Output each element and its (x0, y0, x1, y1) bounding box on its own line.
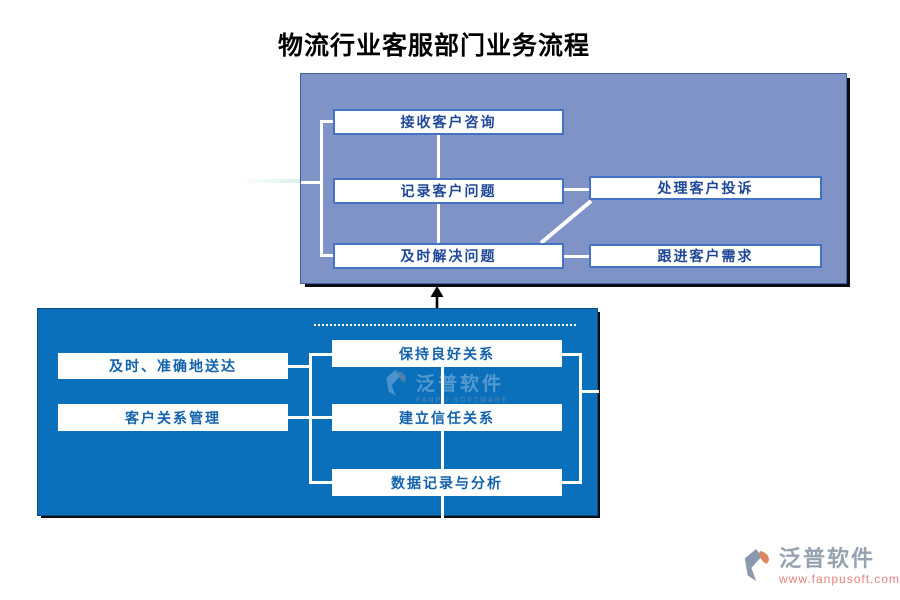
connector-crm-trust (288, 416, 332, 419)
connector-v-maintain-trust (441, 367, 444, 404)
flow-box-record-problem: 记录客户问题 (333, 178, 564, 204)
watermark-brand: 泛普软件 (779, 546, 876, 571)
flow-box-label: 保持良好关系 (399, 345, 495, 362)
page-title: 物流行业客服部门业务流程 (277, 32, 590, 60)
flow-box-receive-inquiry: 接收客户咨询 (333, 109, 564, 135)
flow-box-label: 建立信任关系 (399, 409, 495, 426)
watermark-subtext: FANPU SOFTWARE (416, 397, 509, 404)
watermark-url: www.fanpusoft.com (779, 572, 900, 586)
flow-box-handle-complaint: 处理客户投诉 (589, 176, 822, 200)
connector-right-bracket-vertical (579, 353, 582, 484)
connector-v-record-resolve (437, 204, 440, 243)
flow-box-label: 数据记录与分析 (391, 474, 503, 491)
connector-v-receive-record (437, 135, 440, 178)
fanpu-logo-icon (386, 370, 406, 396)
flow-box-label: 及时、准确地送达 (109, 358, 237, 374)
connector-left-bracket-stub-bottom (320, 254, 333, 257)
flow-box-label: 客户关系管理 (125, 409, 221, 426)
connector-v-trust-data (441, 431, 444, 469)
flow-box-label: 处理客户投诉 (657, 180, 754, 196)
center-watermark: 泛普软件 FANPU SOFTWARE (384, 369, 509, 404)
connector-delivery-stub (288, 365, 309, 368)
connector-left-edge (301, 181, 320, 184)
footer-watermark: 泛普软件 www.fanpusoft.com (742, 548, 900, 585)
flow-box-maintain-relations: 保持良好关系 (332, 340, 562, 367)
connector-left-bracket-stub-top (320, 120, 333, 123)
connector-resolve-followup (564, 255, 589, 258)
connector-bracket-maintain (309, 353, 332, 356)
connector-bracket-data (309, 481, 332, 484)
fanpu-logo-icon (744, 549, 769, 581)
flow-box-timely-delivery: 及时、准确地送达 (58, 353, 288, 379)
flow-box-label: 接收客户咨询 (400, 114, 497, 130)
connector-v-data-bottom (441, 496, 444, 522)
faint-connector-line (240, 179, 300, 183)
watermark-brand: 泛普软件 (416, 374, 505, 395)
connector-left-bracket-vertical (320, 120, 323, 257)
connector-right-bracket-stub-bottom (562, 481, 579, 484)
flow-box-label: 记录客户问题 (400, 183, 497, 199)
dotted-divider-line (314, 324, 576, 326)
flow-box-label: 跟进客户需求 (657, 248, 754, 264)
flow-box-follow-up-needs: 跟进客户需求 (589, 244, 822, 268)
flow-box-crm: 客户关系管理 (58, 404, 288, 431)
connector-record-complaint (564, 188, 589, 191)
customer-service-panel: 接收客户咨询 记录客户问题 及时解决问题 处理客户投诉 跟进客户需求 (300, 73, 847, 284)
flow-box-data-analysis: 数据记录与分析 (332, 469, 562, 496)
flow-box-resolve-problem: 及时解决问题 (333, 243, 564, 269)
flow-box-label: 及时解决问题 (400, 248, 497, 264)
connector-right-bracket-stub-top (562, 353, 579, 356)
customer-relationship-panel: 及时、准确地送达 客户关系管理 保持良好关系 建立信任关系 数据记录与分析 泛普… (37, 308, 599, 522)
connector-right-edge (579, 390, 599, 393)
flow-box-build-trust: 建立信任关系 (332, 404, 562, 431)
